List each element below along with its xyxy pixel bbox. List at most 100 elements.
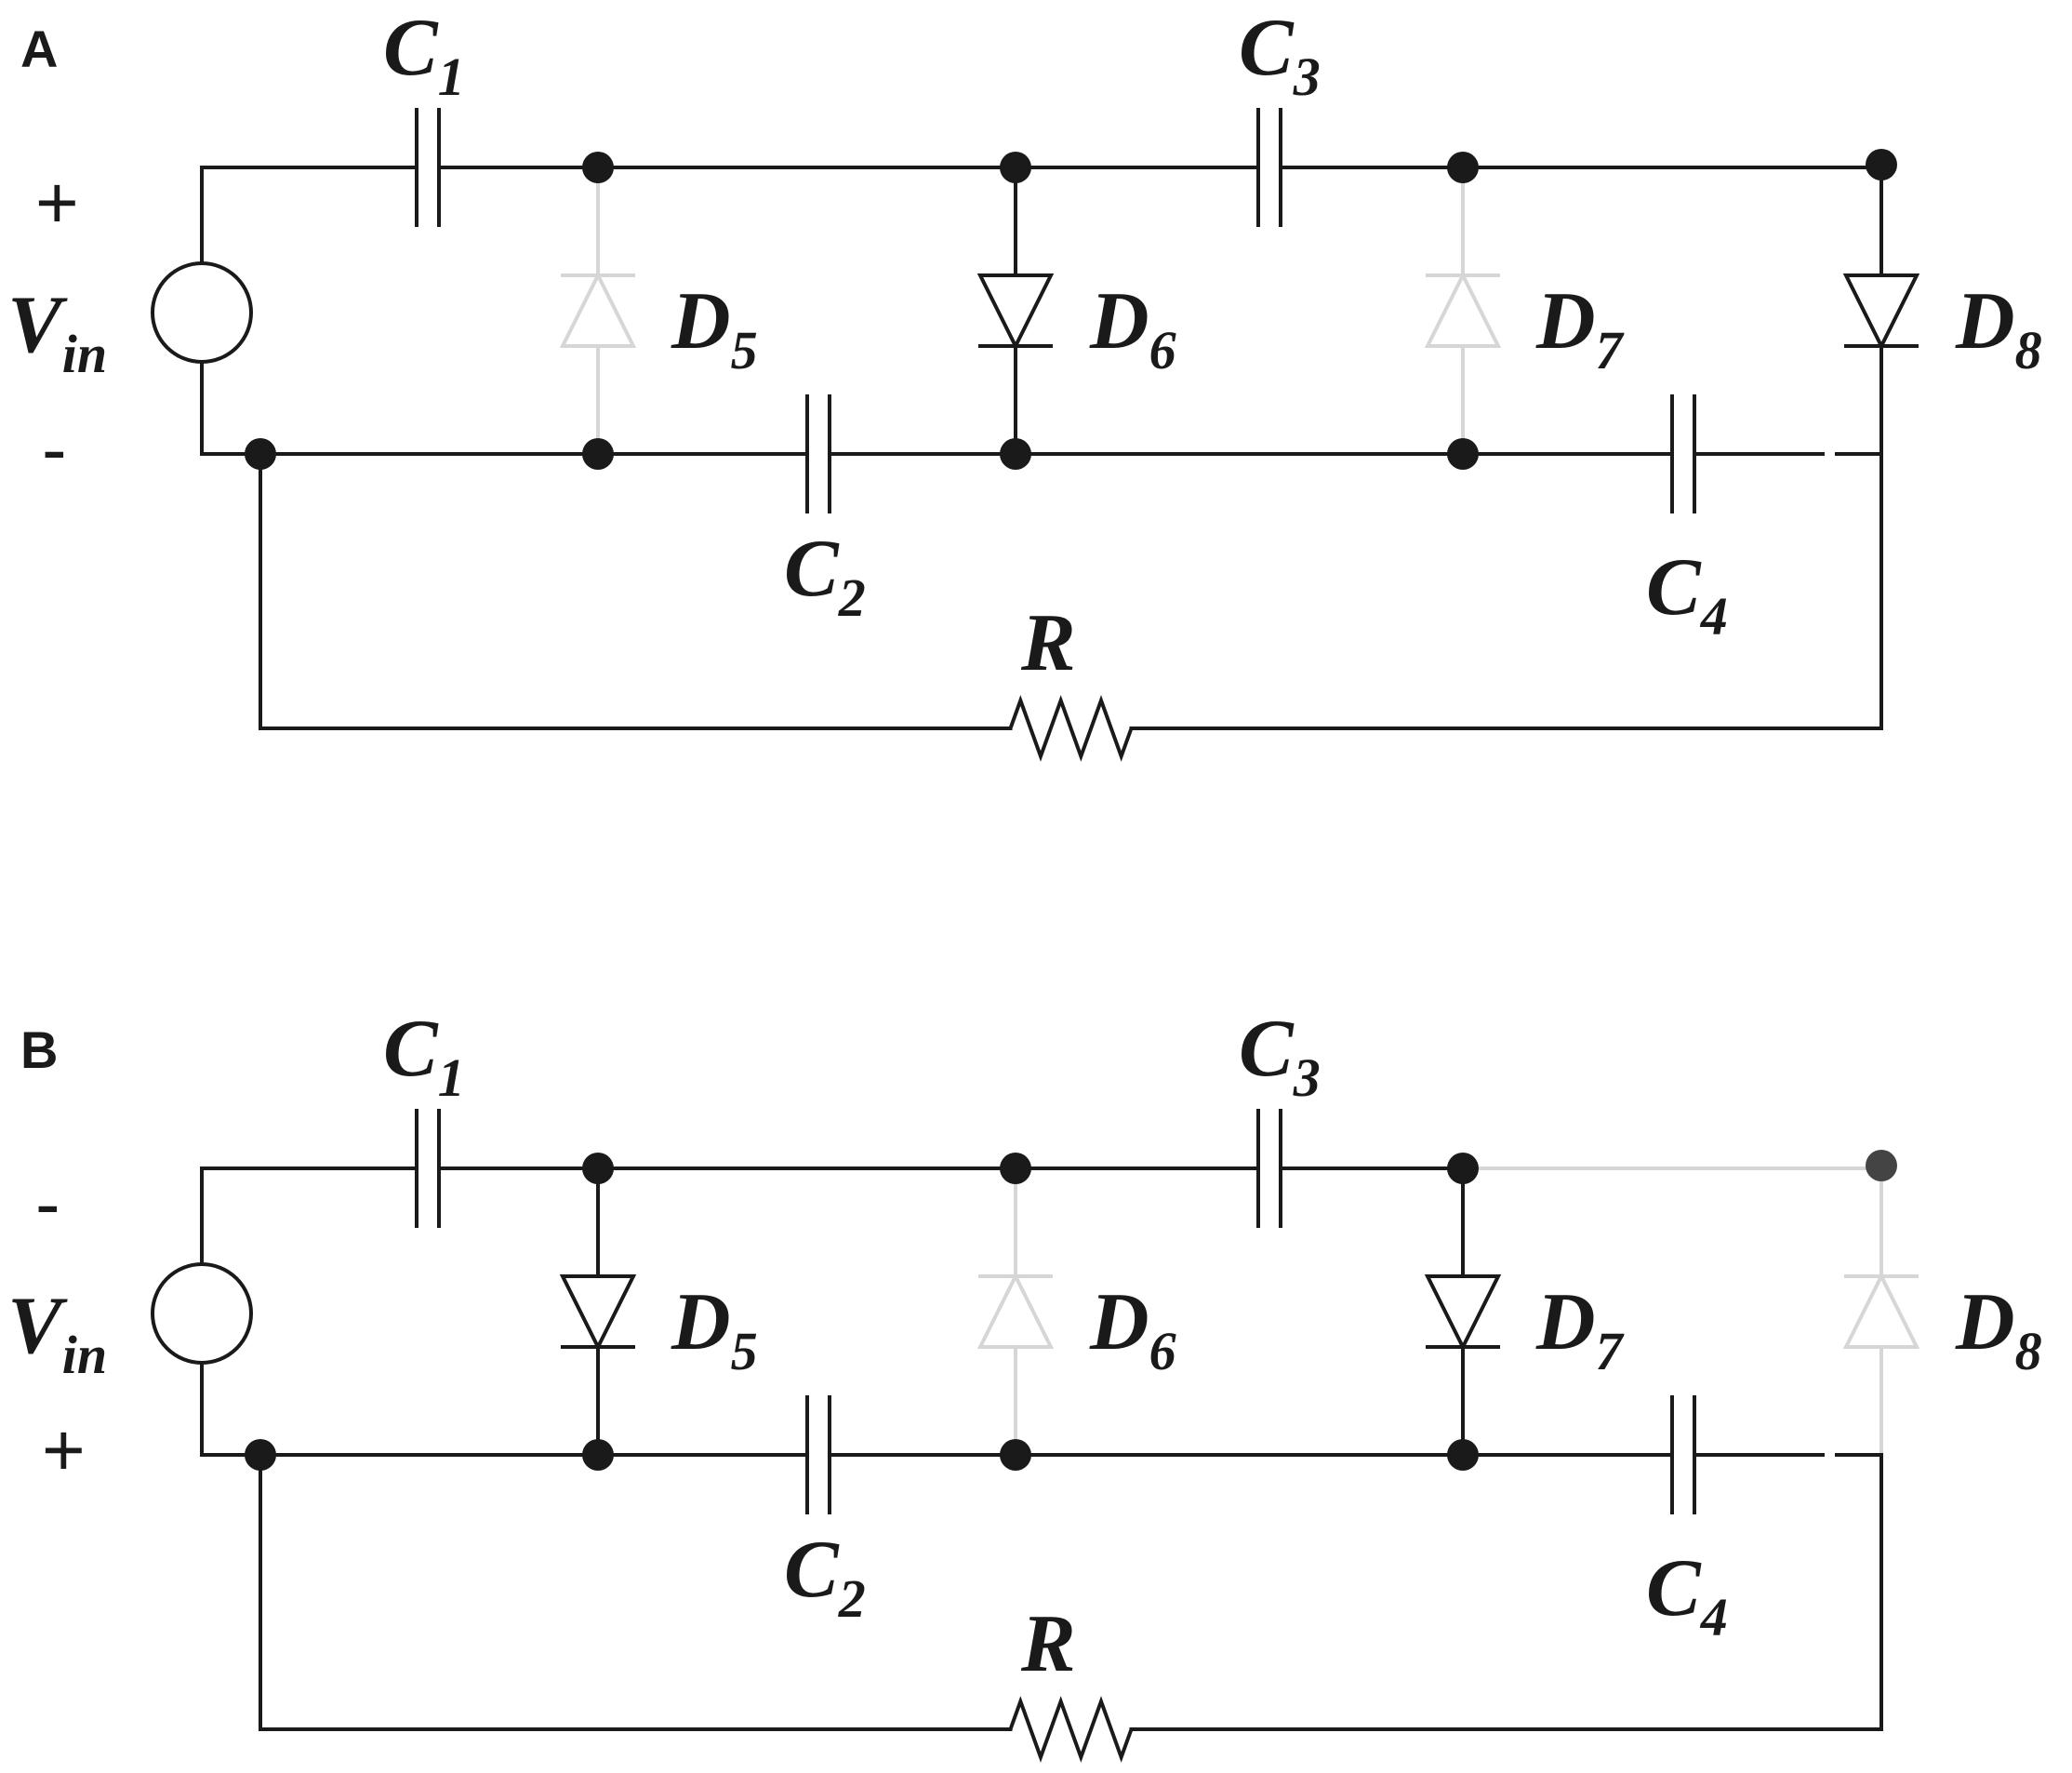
label-d5-sub: 5 bbox=[731, 320, 758, 380]
source-label-sub: in bbox=[62, 324, 107, 384]
junction-bottom-source bbox=[245, 1439, 276, 1471]
junction-top-5 bbox=[582, 1153, 614, 1184]
diode-d5-triangle bbox=[559, 1274, 637, 1352]
label-d7-main: D bbox=[1535, 1277, 1596, 1367]
diode-d8 bbox=[1842, 1166, 1920, 1457]
label-c1-main: C bbox=[383, 1004, 439, 1094]
label-c1-main: C bbox=[383, 3, 439, 93]
diode-d7 bbox=[1424, 1166, 1502, 1457]
label-c1: C1 bbox=[383, 3, 465, 107]
label-c4-main: C bbox=[1646, 542, 1702, 633]
junction-top-6 bbox=[1000, 152, 1031, 183]
diode-d7-triangle bbox=[1424, 271, 1502, 348]
junction-top-8 bbox=[1866, 1150, 1897, 1181]
junction-top-8 bbox=[1866, 149, 1897, 180]
label-c3-sub: 3 bbox=[1293, 1047, 1321, 1108]
label-d6-sub: 6 bbox=[1149, 320, 1176, 380]
label-d8-sub: 8 bbox=[2015, 1321, 2042, 1381]
label-d7-main: D bbox=[1535, 276, 1596, 367]
junction-bottom-6 bbox=[1000, 1439, 1031, 1471]
junction-top-7 bbox=[1447, 152, 1479, 183]
voltage-source-icon bbox=[151, 261, 253, 364]
label-c2-main: C bbox=[784, 524, 840, 614]
diode-d7 bbox=[1424, 166, 1502, 456]
polarity-bottom: - bbox=[42, 407, 67, 490]
label-c4-sub: 4 bbox=[1700, 586, 1728, 647]
diode-d5 bbox=[559, 1166, 637, 1457]
label-c4: C4 bbox=[1646, 542, 1728, 647]
source-label-main: V bbox=[7, 1281, 68, 1371]
resistor-r-zigzag bbox=[1008, 695, 1134, 762]
diode-d6-triangle bbox=[976, 1272, 1055, 1349]
junction-bottom-7 bbox=[1447, 438, 1479, 470]
capacitor-c4 bbox=[1461, 1395, 1825, 1514]
label-c4: C4 bbox=[1646, 1543, 1728, 1647]
capacitor-c3 bbox=[1014, 108, 1465, 227]
label-c2-main: C bbox=[784, 1525, 840, 1615]
label-d5-main: D bbox=[671, 276, 731, 367]
junction-bottom-7 bbox=[1447, 1439, 1479, 1471]
diode-d8-triangle bbox=[1842, 1272, 1920, 1349]
diode-d5-triangle bbox=[559, 271, 637, 348]
label-c1-sub: 1 bbox=[438, 1047, 465, 1108]
source-label: Vin bbox=[7, 280, 107, 384]
label-d6: D6 bbox=[1089, 276, 1176, 380]
label-c3-sub: 3 bbox=[1293, 47, 1321, 107]
junction-top-5 bbox=[582, 152, 614, 183]
label-r: R bbox=[1020, 598, 1076, 688]
polarity-top: - bbox=[35, 1162, 60, 1245]
label-r: R bbox=[1020, 1599, 1076, 1689]
panel-label: A bbox=[20, 20, 58, 78]
diode-d5 bbox=[559, 166, 637, 456]
label-c4-main: C bbox=[1646, 1543, 1702, 1633]
label-c2: C2 bbox=[784, 1525, 866, 1629]
polarity-bottom: + bbox=[42, 1408, 86, 1491]
junction-bottom-5 bbox=[582, 1439, 614, 1471]
label-d8-main: D bbox=[1955, 276, 2015, 367]
label-c3-main: C bbox=[1239, 1004, 1295, 1094]
source-label-main: V bbox=[7, 280, 68, 370]
label-d7: D7 bbox=[1535, 276, 1625, 380]
resistor-r-zigzag bbox=[1008, 1696, 1134, 1763]
label-c2: C2 bbox=[784, 524, 866, 628]
capacitor-c1 bbox=[200, 108, 600, 227]
label-d7-sub: 7 bbox=[1596, 1321, 1625, 1381]
label-d5-main: D bbox=[671, 1277, 731, 1367]
capacitor-c1 bbox=[200, 1109, 600, 1228]
diode-d8-triangle bbox=[1842, 273, 1920, 351]
label-c3: C3 bbox=[1239, 3, 1321, 107]
label-d7: D7 bbox=[1535, 1277, 1625, 1381]
label-d8-main: D bbox=[1955, 1277, 2015, 1367]
diode-d8 bbox=[1842, 166, 1920, 456]
junction-top-6 bbox=[1000, 1153, 1031, 1184]
resistor-r bbox=[259, 1696, 1883, 1763]
label-d6: D6 bbox=[1089, 1277, 1176, 1381]
capacitor-c2 bbox=[596, 1395, 1017, 1514]
label-d7-sub: 7 bbox=[1596, 320, 1625, 380]
capacitor-c4 bbox=[1461, 394, 1825, 513]
label-c1-sub: 1 bbox=[438, 47, 465, 107]
resistor-r bbox=[259, 695, 1883, 762]
label-d5-sub: 5 bbox=[731, 1321, 758, 1381]
junction-top-7 bbox=[1447, 1153, 1479, 1184]
label-d5: D5 bbox=[671, 276, 758, 380]
label-c1: C1 bbox=[383, 1004, 465, 1108]
label-c2-sub: 2 bbox=[838, 1568, 866, 1629]
diode-d7-triangle bbox=[1424, 1274, 1502, 1352]
diode-d6 bbox=[976, 166, 1055, 456]
diode-d6 bbox=[976, 1166, 1055, 1457]
junction-bottom-source bbox=[245, 438, 276, 470]
label-d8-sub: 8 bbox=[2015, 320, 2042, 380]
label-d6-sub: 6 bbox=[1149, 1321, 1176, 1381]
label-d8: D8 bbox=[1955, 1277, 2042, 1381]
label-c3-main: C bbox=[1239, 3, 1295, 93]
diode-d6-triangle bbox=[976, 273, 1055, 351]
polarity-top: + bbox=[35, 161, 79, 244]
capacitor-c3 bbox=[1014, 1109, 1465, 1228]
capacitor-c2 bbox=[596, 394, 1017, 513]
junction-bottom-5 bbox=[582, 438, 614, 470]
